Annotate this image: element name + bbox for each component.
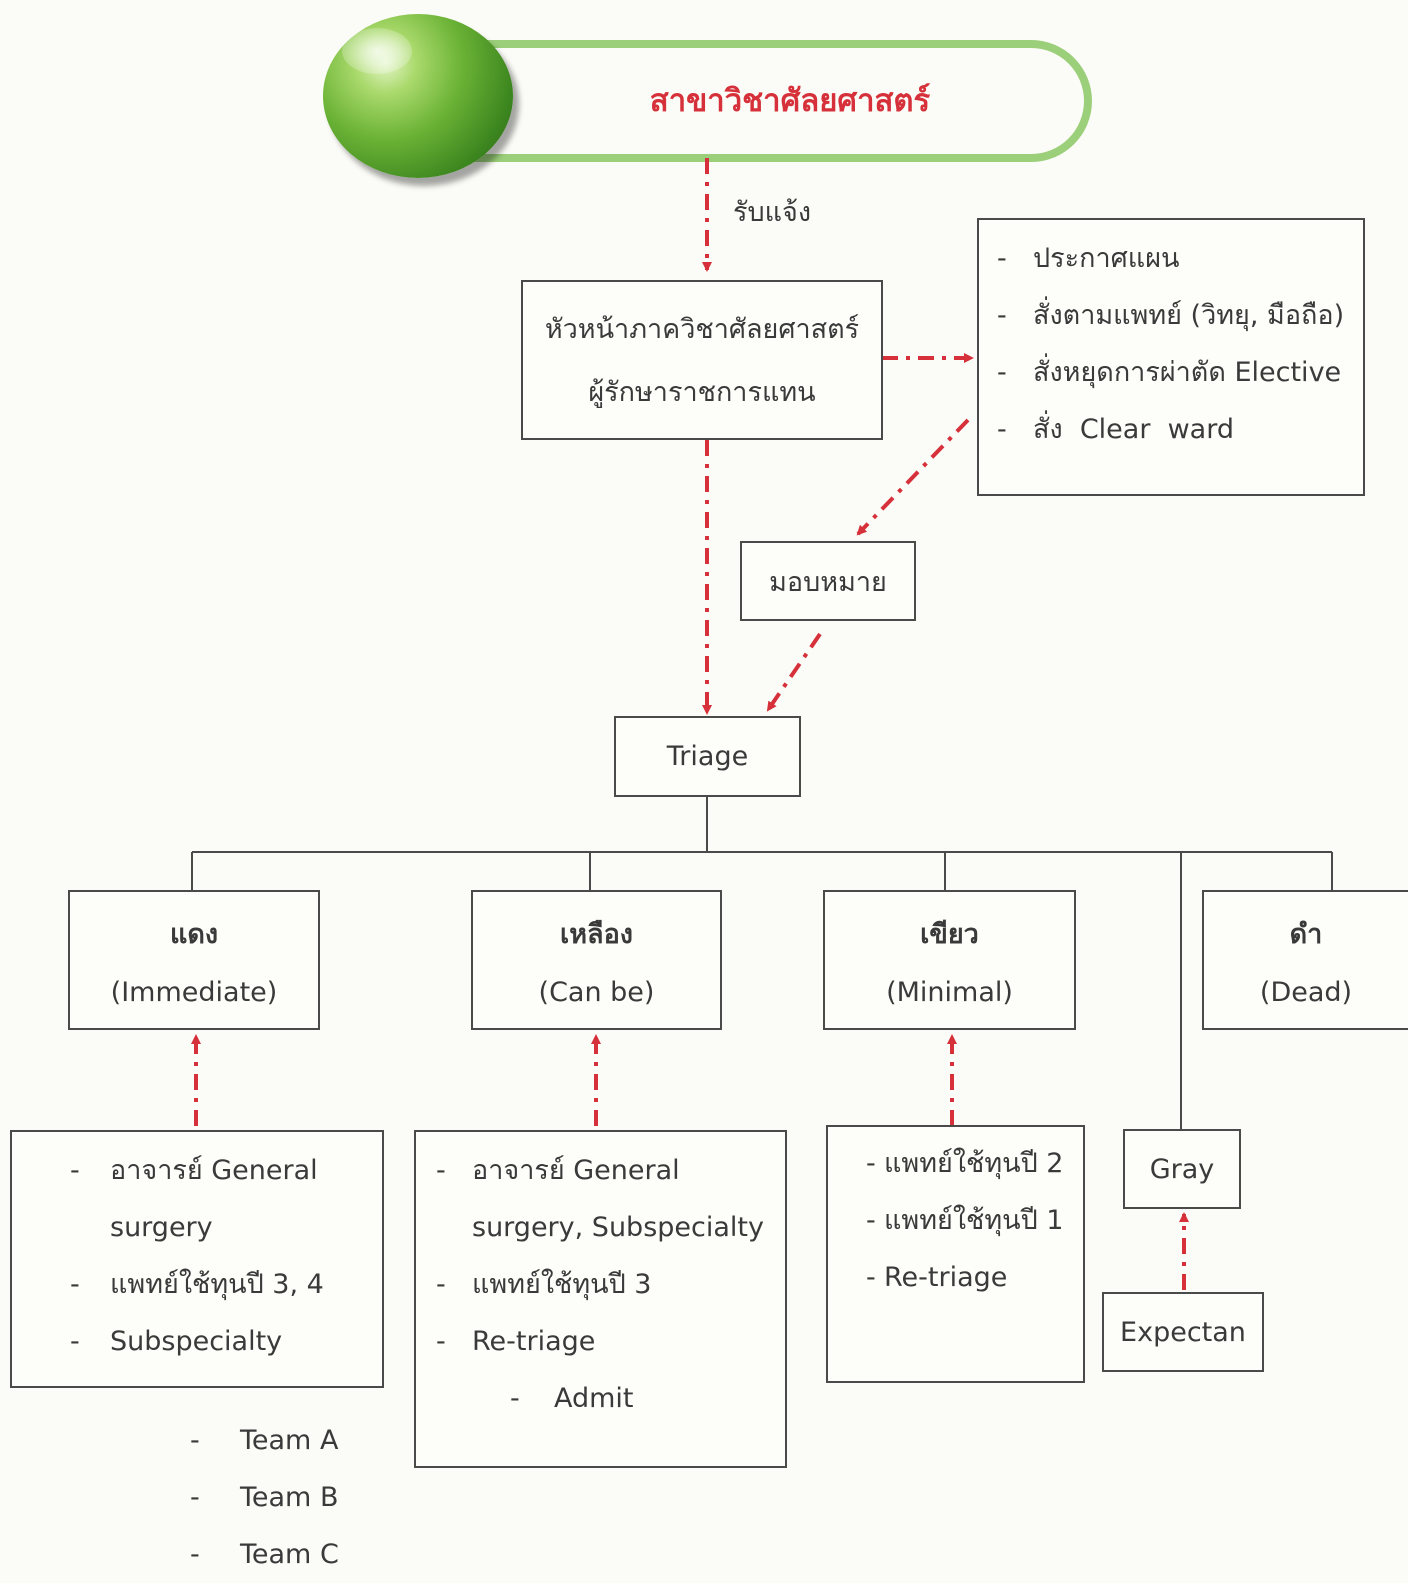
assign-box: มอบหมาย (740, 541, 916, 621)
staff-item: -Re-triage (436, 1326, 596, 1357)
staff-item: -Subspecialty (70, 1326, 283, 1357)
staff-item: -อาจารย์ General (70, 1155, 318, 1186)
notify-label: รับแจ้ง (733, 197, 812, 228)
staff-item-cont: surgery (110, 1212, 213, 1243)
team-list: -Team A -Team B -Team C (190, 1412, 339, 1583)
team-item: -Team B (190, 1482, 339, 1513)
order-item: -สั่ง Clear ward (997, 414, 1234, 445)
category-red-thai: แดง (169, 919, 219, 950)
arrow-orders-to-assign (856, 418, 970, 536)
page-title: สาขาวิชาศัลยศาสตร์ (649, 83, 931, 119)
order-item: -สั่งหยุดการผ่าตัด Elective (997, 357, 1342, 388)
team-item: -Team C (190, 1539, 339, 1570)
red-staff-box: -อาจารย์ General surgery -แพทย์ใช้ทุนปี … (10, 1130, 384, 1388)
staff-item-cont: surgery, Subspecialty (472, 1212, 764, 1243)
category-green-box: เขียว (Minimal) (823, 890, 1076, 1030)
arrow-assign-to-triage (766, 632, 822, 712)
category-green-eng: (Minimal) (886, 977, 1013, 1008)
expectan-box: Expectan (1102, 1292, 1264, 1372)
category-red-eng: (Immediate) (110, 977, 278, 1008)
team-item: -Team A (190, 1425, 339, 1456)
category-black-thai: ดำ (1289, 919, 1323, 950)
category-yellow-box: เหลือง (Can be) (471, 890, 722, 1030)
gray-box: Gray (1123, 1129, 1241, 1209)
orders-box: -ประกาศแผน -สั่งตามแพทย์ (วิทยุ, มือถือ)… (977, 218, 1365, 496)
head-line-2: ผู้รักษาราชการแทน (588, 377, 816, 408)
staff-item: -แพทย์ใช้ทุนปี 3 (436, 1269, 652, 1300)
green-staff-box: -แพทย์ใช้ทุนปี 2 -แพทย์ใช้ทุนปี 1 -Re-tr… (826, 1125, 1085, 1383)
title-banner (440, 40, 1092, 162)
category-yellow-eng: (Can be) (538, 977, 655, 1008)
staff-item: -แพทย์ใช้ทุนปี 3, 4 (70, 1269, 324, 1300)
order-item: -สั่งตามแพทย์ (วิทยุ, มือถือ) (997, 300, 1345, 331)
staff-item: -แพทย์ใช้ทุนปี 2 (866, 1148, 1064, 1179)
staff-item: -แพทย์ใช้ทุนปี 1 (866, 1205, 1064, 1236)
order-item: -ประกาศแผน (997, 243, 1180, 274)
orb-highlight (342, 28, 412, 74)
category-black-box: ดำ (Dead) (1202, 890, 1408, 1030)
staff-item: -Re-triage (866, 1262, 1008, 1293)
yellow-staff-box: -อาจารย์ General surgery, Subspecialty -… (414, 1130, 787, 1468)
head-line-1: หัวหน้าภาควิชาศัลยศาสตร์ (544, 314, 860, 345)
head-box: หัวหน้าภาควิชาศัลยศาสตร์ ผู้รักษาราชการแ… (521, 280, 883, 440)
category-green-thai: เขียว (920, 919, 979, 950)
staff-item: -อาจารย์ General (436, 1155, 680, 1186)
triage-box: Triage (614, 716, 801, 797)
staff-sub-item: -Admit (510, 1383, 634, 1414)
category-yellow-thai: เหลือง (560, 919, 633, 950)
category-red-box: แดง (Immediate) (68, 890, 320, 1030)
category-black-eng: (Dead) (1259, 977, 1353, 1008)
